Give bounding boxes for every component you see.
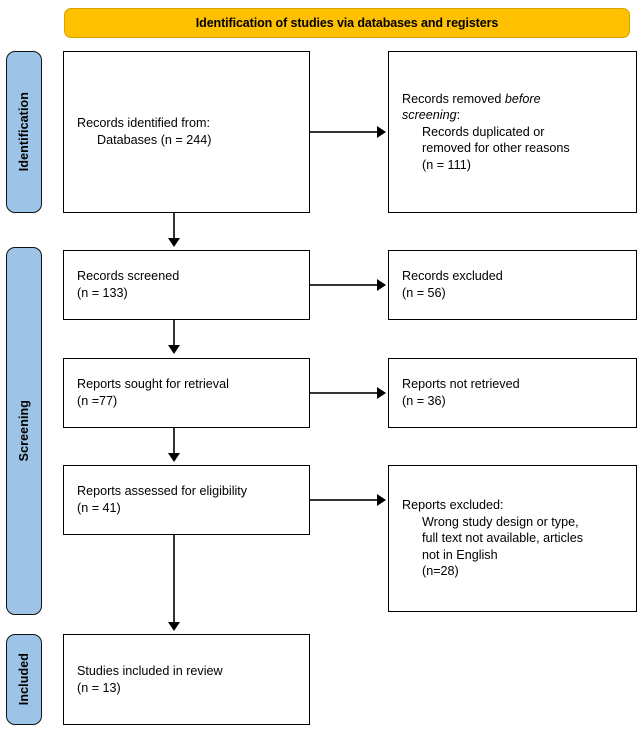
box-records-screened: Records screened (n = 133) — [63, 250, 310, 320]
connector-line-screened-to-excluded — [310, 284, 378, 286]
box-records-removed: Records removed before screening: Record… — [388, 51, 637, 213]
records-removed-line2-suffix: : — [456, 108, 461, 123]
connector-line-assessed-to-included — [173, 535, 175, 623]
diagram-header-banner: Identification of studies via databases … — [64, 8, 630, 38]
reports-excluded-line1: Reports excluded: — [402, 498, 504, 513]
records-identified-line2: Databases (n = 244) — [97, 133, 212, 147]
box-reports-assessed: Reports assessed for eligibility (n = 41… — [63, 465, 310, 535]
box-reports-not-retrieved-text: Reports not retrieved (n = 36) — [389, 376, 520, 409]
studies-included-line1: Studies included in review — [77, 663, 223, 678]
records-screened-line1: Records screened — [77, 269, 180, 284]
box-records-excluded: Records excluded (n = 56) — [388, 250, 637, 320]
connector-line-sought-to-assessed — [173, 428, 175, 454]
records-removed-line2-emphasis: screening — [402, 108, 457, 123]
arrow-down-icon-identified-to-screened — [168, 238, 180, 247]
diagram-header-title: Identification of studies via databases … — [195, 16, 499, 30]
records-removed-line5: (n = 111) — [422, 157, 471, 172]
arrow-right-icon-screened-to-excluded — [377, 279, 386, 291]
records-removed-line1-emphasis: before — [504, 91, 541, 106]
connector-line-assessed-to-excluded — [310, 499, 378, 501]
records-excluded-line1: Records excluded — [402, 269, 503, 284]
box-reports-sought: Reports sought for retrieval (n =77) — [63, 358, 310, 428]
reports-not-retrieved-line2: (n = 36) — [402, 394, 446, 408]
records-excluded-line2: (n = 56) — [402, 286, 446, 300]
reports-sought-line2: (n =77) — [77, 394, 118, 408]
records-removed-line3: Records duplicated or — [422, 124, 545, 139]
connector-line-screened-to-sought — [173, 320, 175, 346]
reports-assessed-line1: Reports assessed for eligibility — [77, 484, 248, 499]
reports-excluded-line5: (n=28) — [422, 564, 459, 579]
connector-line-sought-to-not-retrieved — [310, 392, 378, 394]
box-reports-not-retrieved: Reports not retrieved (n = 36) — [388, 358, 637, 428]
box-reports-excluded: Reports excluded: Wrong study design or … — [388, 465, 637, 612]
reports-not-retrieved-line1: Reports not retrieved — [402, 377, 520, 392]
stage-label-identification: Identification — [17, 92, 31, 172]
box-reports-sought-text: Reports sought for retrieval (n =77) — [64, 376, 229, 409]
connector-line-identified-to-screened — [173, 213, 175, 239]
stage-label-included: Included — [17, 653, 31, 706]
records-removed-line1-prefix: Records removed — [402, 91, 505, 106]
records-screened-line2: (n = 133) — [77, 286, 128, 300]
box-studies-included-text: Studies included in review (n = 13) — [64, 663, 223, 696]
arrow-down-icon-sought-to-assessed — [168, 453, 180, 462]
records-identified-line1: Records identified from: — [77, 116, 210, 131]
reports-excluded-line4: not in English — [422, 547, 498, 562]
box-records-identified-text: Records identified from: Databases (n = … — [64, 115, 211, 148]
records-removed-line4: removed for other reasons — [422, 141, 570, 156]
arrow-down-icon-assessed-to-included — [168, 622, 180, 631]
box-records-screened-text: Records screened (n = 133) — [64, 268, 179, 301]
reports-excluded-line2: Wrong study design or type, — [422, 514, 579, 529]
reports-sought-line1: Reports sought for retrieval — [77, 377, 229, 392]
box-records-identified: Records identified from: Databases (n = … — [63, 51, 310, 213]
arrow-right-icon-sought-to-not-retrieved — [377, 387, 386, 399]
box-reports-assessed-text: Reports assessed for eligibility (n = 41… — [64, 483, 247, 516]
reports-assessed-line2: (n = 41) — [77, 501, 121, 515]
box-records-removed-text: Records removed before screening: Record… — [389, 91, 570, 174]
reports-excluded-line3: full text not available, articles — [422, 531, 584, 546]
arrow-right-icon-assessed-to-excluded — [377, 494, 386, 506]
arrow-down-icon-screened-to-sought — [168, 345, 180, 354]
box-reports-excluded-text: Reports excluded: Wrong study design or … — [389, 497, 583, 580]
connector-line-identified-to-removed — [310, 131, 378, 133]
stage-bar-included: Included — [6, 634, 42, 725]
box-studies-included: Studies included in review (n = 13) — [63, 634, 310, 725]
stage-bar-screening: Screening — [6, 247, 42, 615]
stage-bar-identification: Identification — [6, 51, 42, 213]
arrow-right-icon-identified-to-removed — [377, 126, 386, 138]
studies-included-line2: (n = 13) — [77, 680, 121, 695]
box-records-excluded-text: Records excluded (n = 56) — [389, 268, 503, 301]
stage-label-screening: Screening — [17, 400, 31, 462]
